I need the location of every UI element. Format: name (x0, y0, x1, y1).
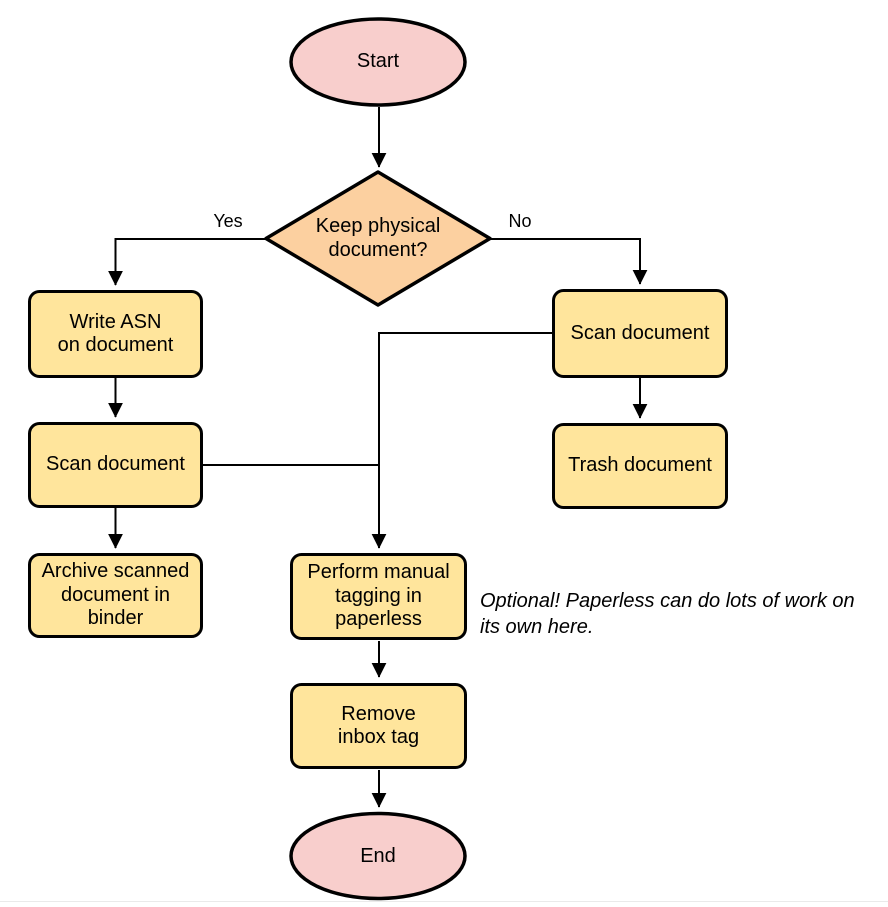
scan-left-label: Scan document (46, 453, 185, 476)
trash-shape (552, 423, 728, 509)
decision-shape (264, 170, 492, 307)
scan-right-shape (552, 289, 728, 378)
edge-scanright-tagging (371, 332, 552, 549)
write-asn-shape (28, 290, 203, 378)
connector-lines (108, 107, 648, 808)
remove-inbox-label: Remove inbox tag (337, 702, 420, 748)
edge-decision-scanright (490, 238, 648, 285)
annotation-note: Optional! Paperless can do lots of work … (480, 590, 855, 638)
edge-label-yes: Yes (213, 210, 243, 231)
tagging-shape (290, 553, 467, 640)
start-shape (289, 17, 467, 107)
bottom-divider (0, 901, 888, 902)
tagging-label: Perform manual tagging in paperless (307, 561, 450, 631)
archive-shape (28, 553, 203, 638)
end-label: End (360, 844, 396, 867)
decision-label: Keep physical document? (315, 215, 441, 261)
archive-label: Archive scanned document in binder (41, 560, 190, 630)
trash-label: Trash document (568, 454, 712, 477)
scan-left-shape (28, 422, 203, 508)
write-asn-label: Write ASN on document (57, 310, 174, 356)
remove-inbox-shape (290, 683, 467, 769)
scan-right-label: Scan document (570, 321, 710, 344)
start-label: Start (356, 50, 400, 73)
edge-decision-writeasn (108, 238, 266, 286)
edge-label-no: No (508, 210, 532, 231)
end-shape (289, 811, 467, 901)
